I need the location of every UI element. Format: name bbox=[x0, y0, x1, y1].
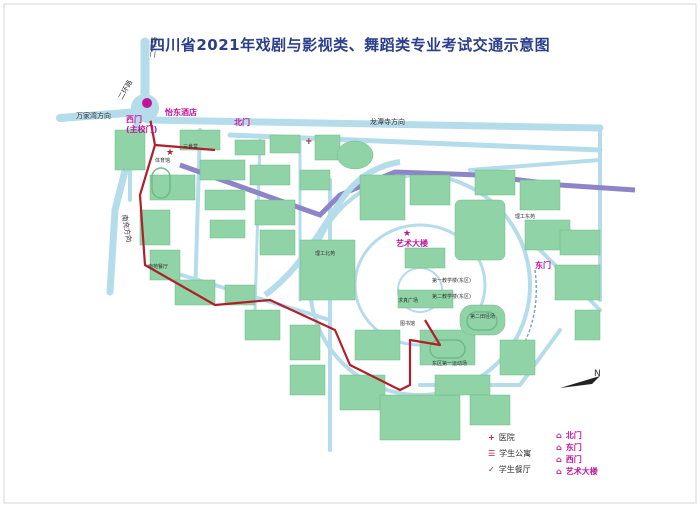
road-wanjiawan bbox=[56, 108, 144, 122]
home-icon: ⌂ bbox=[556, 443, 562, 452]
building bbox=[474, 169, 516, 196]
compass-label: N bbox=[594, 369, 601, 379]
building bbox=[289, 364, 326, 396]
north-gate-label: 北门 bbox=[234, 117, 250, 127]
home-icon: ⌂ bbox=[556, 467, 562, 476]
legend-dorm: ☰ 学生公寓 bbox=[488, 449, 532, 458]
buildings bbox=[114, 129, 601, 441]
building bbox=[299, 239, 356, 301]
canteen-label: 南苑餐厅 bbox=[148, 263, 168, 270]
rail-line bbox=[179, 162, 636, 218]
art-building-star-icon: ★ bbox=[403, 229, 411, 239]
sci-east-label: 理工东苑 bbox=[515, 213, 535, 220]
home-icon: ⌂ bbox=[556, 455, 562, 464]
road-label-erhuan: 二环路 bbox=[116, 78, 134, 101]
road-label-longtansi: 龙潭寺方向 bbox=[370, 117, 405, 126]
legend: + 医院 ☰ 学生公寓 ✓ 学生餐厅 ⌂ 北门 ⌂ 东门 ⌂ 西门 ⌂ 艺术大楼 bbox=[488, 431, 658, 492]
building bbox=[339, 374, 386, 411]
teach1-label: 第一教学楼(东区) bbox=[432, 277, 471, 284]
legend-canteen: ✓ 学生餐厅 bbox=[488, 465, 531, 474]
canal bbox=[263, 159, 401, 298]
road-label-wanjiawan: 万家湾方向 bbox=[76, 111, 111, 120]
building bbox=[379, 394, 461, 441]
building bbox=[499, 339, 536, 376]
building bbox=[149, 174, 196, 201]
legend-art: ⌂ 艺术大楼 bbox=[556, 467, 598, 476]
map-border bbox=[3, 3, 697, 504]
library-label: 图书馆 bbox=[400, 320, 415, 327]
hospital-icon: + bbox=[305, 137, 313, 147]
building bbox=[559, 229, 601, 256]
fork-knife-icon: ✓ bbox=[488, 465, 495, 474]
compass: N bbox=[560, 369, 601, 388]
building bbox=[269, 134, 301, 154]
route-line-branch bbox=[154, 143, 216, 152]
building bbox=[204, 189, 246, 211]
building bbox=[397, 289, 454, 309]
east-gate-label: 东门 bbox=[535, 260, 551, 270]
bed-icon: ☰ bbox=[488, 449, 496, 458]
building bbox=[299, 169, 331, 191]
road-label-erhuan-north: 二环路 bbox=[148, 36, 159, 58]
compass-arrow-icon bbox=[560, 376, 600, 388]
teach2-label: 第二教学楼(东区) bbox=[432, 293, 471, 300]
building bbox=[519, 179, 561, 211]
art-building-label: 艺术大楼 bbox=[396, 238, 428, 248]
hospital-icon: + bbox=[488, 433, 495, 442]
building bbox=[336, 140, 374, 170]
home-icon: ⌂ bbox=[556, 431, 562, 440]
building bbox=[114, 129, 146, 171]
building bbox=[469, 394, 511, 426]
building bbox=[574, 309, 601, 341]
legend-hospital: + 医院 bbox=[488, 433, 515, 442]
field-label: 第二田径场 bbox=[470, 313, 495, 320]
building bbox=[149, 249, 181, 281]
legend-west: ⌂ 西门 bbox=[556, 455, 582, 464]
sports-fields bbox=[151, 167, 498, 359]
sci-north-label: 理工北苑 bbox=[315, 250, 335, 257]
building bbox=[409, 174, 451, 206]
hotel-label: 怡东酒店 bbox=[165, 107, 197, 117]
building bbox=[314, 134, 341, 161]
building bbox=[249, 164, 291, 186]
square-label: 求真广场 bbox=[398, 297, 418, 304]
building bbox=[359, 174, 406, 221]
building bbox=[434, 374, 491, 396]
legend-north: ⌂ 北门 bbox=[556, 431, 582, 440]
building bbox=[419, 329, 476, 366]
west-gate-marker bbox=[142, 98, 152, 108]
hall-label: 三食堂 bbox=[183, 143, 198, 150]
legend-east: ⌂ 东门 bbox=[556, 443, 582, 452]
building bbox=[224, 284, 256, 306]
building bbox=[139, 209, 171, 246]
west-gate-sub-label: (主校门) bbox=[126, 124, 157, 134]
building bbox=[454, 199, 506, 261]
building bbox=[259, 229, 296, 256]
building bbox=[289, 324, 321, 361]
building bbox=[254, 199, 296, 226]
building bbox=[554, 264, 601, 301]
building bbox=[234, 139, 266, 156]
building bbox=[354, 329, 401, 361]
road-longtansi bbox=[143, 116, 604, 132]
roundabout bbox=[131, 94, 159, 122]
page-title: 四川省2021年戏剧与影视类、舞蹈类专业考试交通示意图 bbox=[149, 36, 551, 54]
building bbox=[209, 219, 246, 239]
building bbox=[199, 159, 246, 181]
star-icon: ★ bbox=[166, 148, 174, 158]
building bbox=[404, 247, 446, 269]
west-gate-label: 西门 bbox=[126, 114, 142, 124]
building bbox=[179, 129, 221, 151]
road-label-nanchong: 南充方向 bbox=[120, 214, 134, 243]
gym-label: 体育馆 bbox=[155, 157, 170, 164]
route-line bbox=[138, 117, 442, 392]
building bbox=[244, 309, 281, 341]
east-field-label: 东区第一运动场 bbox=[432, 360, 467, 367]
